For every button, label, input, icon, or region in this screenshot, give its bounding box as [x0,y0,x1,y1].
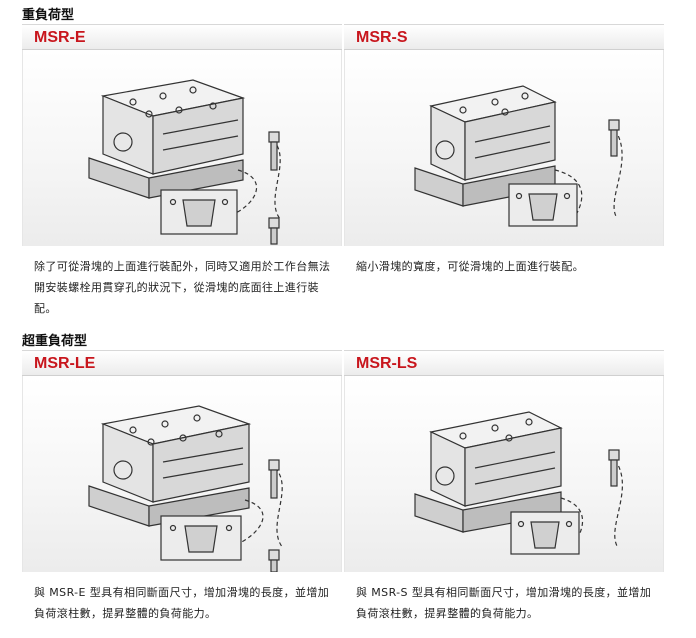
linear-guide-illustration [88,405,284,572]
linear-guide-illustration [414,411,623,555]
product-card-msr-ls: MSR-LS 與 MSR-S [344,350,664,624]
product-drawing-msr-s [344,50,664,246]
product-card-msr-s: MSR-S 縮小滑塊的寬度，可 [344,24,664,277]
card-model-name[interactable]: MSR-LE [22,350,342,376]
card-description: 與 MSR-E 型具有相同斷面尺寸，增加滑塊的長度，並增加負荷滾柱數，提昇整體的… [34,586,330,620]
product-drawing-msr-le [22,376,342,572]
section-title-super-heavy-load: 超重負荷型 [22,334,88,349]
card-model-name[interactable]: MSR-E [22,24,342,50]
card-description: 除了可從滑塊的上面進行裝配外，同時又適用於工作台無法開安裝螺栓用貫穿孔的狀況下，… [34,260,331,315]
product-drawing-msr-ls [344,376,664,572]
linear-guide-illustration [414,85,623,227]
linear-guide-illustration [88,79,282,245]
card-description: 與 MSR-S 型具有相同斷面尺寸，增加滑塊的長度，並增加負荷滾柱數，提昇整體的… [356,586,652,620]
card-model-name[interactable]: MSR-S [344,24,664,50]
product-card-msr-e: MSR-E [22,24,342,319]
product-card-msr-le: MSR-LE [22,350,342,624]
card-description: 縮小滑塊的寬度，可從滑塊的上面進行裝配。 [356,260,584,273]
section-title-heavy-load: 重負荷型 [22,8,75,23]
card-model-name[interactable]: MSR-LS [344,350,664,376]
product-drawing-msr-e [22,50,342,246]
